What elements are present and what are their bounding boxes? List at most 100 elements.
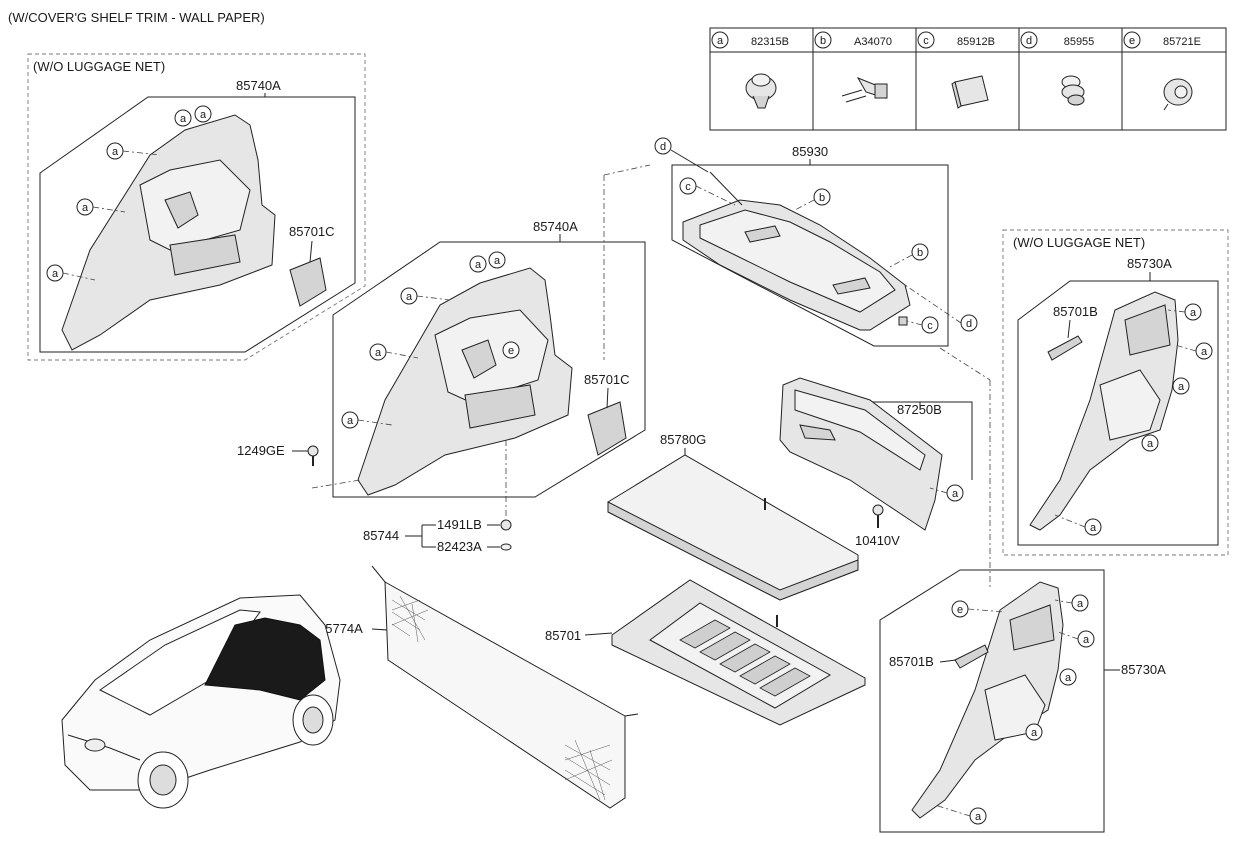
legend-letter: d [1026,35,1032,47]
legend-part-number: 85912B [957,36,995,48]
part-label-85701B: 85701B [889,654,934,669]
callout-d: d d [654,137,978,332]
svg-text:a: a [406,291,413,303]
luggage-side-trim-box-middle: 85740A 85701C a a a a a e [311,164,651,498]
svg-text:a: a [180,113,187,125]
part-label-85730A: 85730A [1121,662,1166,677]
svg-text:a: a [1065,672,1072,684]
svg-text:a: a [1090,522,1097,534]
legend-part-number: 82315B [751,36,789,48]
svg-text:a: a [82,202,89,214]
svg-text:a: a [1178,381,1185,393]
part-label-10410V: 10410V [855,533,900,548]
square-pad-icon [951,75,989,109]
svg-text:a: a [475,259,482,271]
legend-cell-d: d 85955 [1020,31,1095,106]
part-label-82423A: 82423A [437,539,482,554]
push-pin-icon [1061,75,1085,106]
svg-text:a: a [1031,727,1038,739]
legend-cell-e: e 85721E [1123,31,1201,111]
legend-letter: b [820,35,826,47]
bolt-1249GE: 1249GE [237,443,319,466]
wo-luggage-net-note: (W/O LUGGAGE NET) [1013,235,1145,250]
part-label-85780G: 85780G [660,432,706,447]
luggage-board-85780G: 85780G [607,432,859,601]
diagram-title: (W/COVER'G SHELF TRIM - WALL PAPER) [8,10,265,25]
trim-highlight [204,617,326,701]
legend-cell-a: a 82315B [711,31,789,109]
svg-text:d: d [660,141,666,153]
legend-part-number: 85721E [1163,36,1201,48]
svg-text:e: e [508,345,514,357]
part-label-85701B: 85701B [1053,304,1098,319]
luggage-tray-85701: 85701 [545,579,866,726]
legend-cell-c: c 85912B [917,31,995,109]
luggage-net-85774A: 85774A [318,565,639,809]
part-label-85701: 85701 [545,628,581,643]
part-label-1249GE: 1249GE [237,443,285,458]
svg-text:c: c [685,181,691,193]
screw-10410V: 10410V [855,504,900,548]
round-grommet-icon [1163,78,1193,111]
svg-text:a: a [975,811,982,823]
part-label-1491LB: 1491LB [437,517,482,532]
svg-text:a: a [200,109,207,121]
svg-text:a: a [1190,307,1197,319]
fastener-group-85744: 85744 1491LB 82423A [363,440,512,554]
svg-text:a: a [112,146,119,158]
part-label-85701C: 85701C [584,372,630,387]
vehicle-location-illustration [61,594,341,809]
luggage-net-part [384,581,626,809]
svg-text:e: e [957,604,963,616]
svg-text:a: a [1147,438,1154,450]
part-label-85744: 85744 [363,528,399,543]
callout-a: a a a a a [1084,303,1213,536]
clip-fastener-icon [745,73,777,109]
part-label-85930: 85930 [792,144,828,159]
transverse-trim-87250B: 87250B a 10410V [779,377,973,548]
legend-part-number: A34070 [854,36,892,48]
part-label-85701C: 85701C [289,224,335,239]
legend-letter: c [923,35,929,47]
legend-letter: e [1129,35,1135,47]
cover-shelf-box: 85930 d d c c b b [654,137,991,381]
wo-luggage-net-box-right: (W/O LUGGAGE NET) 85730A 85701B a a a a … [1002,229,1229,556]
trim-pad-part [289,257,327,307]
wo-luggage-net-note: (W/O LUGGAGE NET) [33,59,165,74]
legend-part-number: 85955 [1064,36,1095,48]
svg-text:a: a [952,488,959,500]
svg-text:a: a [1083,634,1090,646]
part-label-85774A: 85774A [318,621,363,636]
part-label-85740A: 85740A [236,78,281,93]
legend-cell-b: b A34070 [814,31,892,103]
callout-a: a [946,484,964,502]
luggage-side-trim-rh-box: 85730A 85701B e a a a a a [879,380,1166,833]
svg-text:c: c [927,320,933,332]
fastener-legend-table: a 82315B b A34070 c 85912B [709,27,1227,131]
trim-pad-part [954,644,989,669]
bracket-clip-icon [841,77,888,103]
trim-pad-part [1047,335,1083,361]
callout-a: a a a a a [341,251,506,429]
callout-a: a a a a a [46,105,212,282]
part-label-87250B: 87250B [897,402,942,417]
callout-a: a a a a a [969,594,1095,825]
legend-letter: a [717,35,724,47]
trim-pad-part [587,401,627,456]
svg-text:b: b [917,247,923,259]
svg-text:a: a [375,347,382,359]
svg-text:b: b [819,192,825,204]
svg-text:a: a [1077,598,1084,610]
callout-b: b b [813,188,929,261]
part-label-85730A: 85730A [1127,256,1172,271]
callout-e: e [951,600,969,618]
svg-text:a: a [52,268,59,280]
svg-text:d: d [966,318,972,330]
svg-text:a: a [494,255,501,267]
callout-e: e [502,341,520,359]
wo-luggage-net-box-left: (W/O LUGGAGE NET) 85740A 85701C a a a a … [27,53,366,361]
svg-text:a: a [347,415,354,427]
svg-text:a: a [1201,346,1208,358]
part-label-85740A: 85740A [533,219,578,234]
